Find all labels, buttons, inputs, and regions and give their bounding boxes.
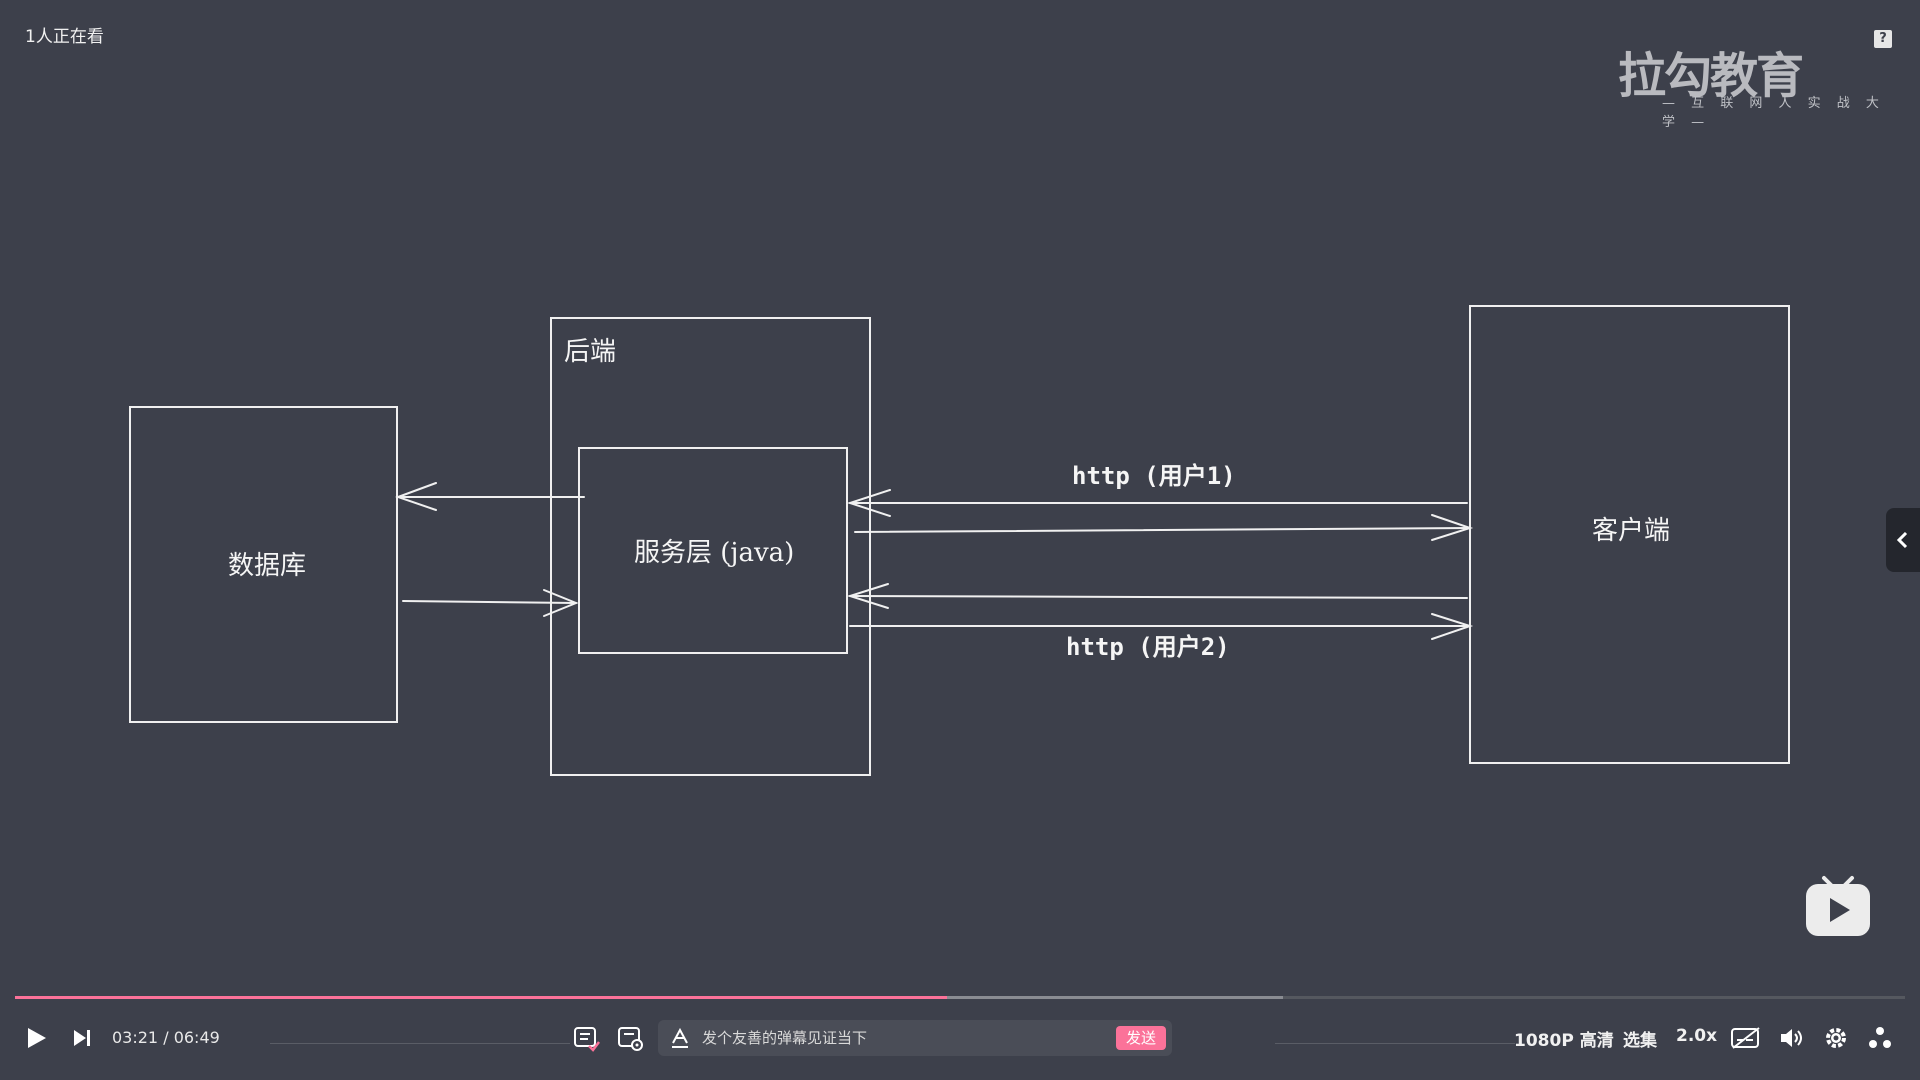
backend-label: 后端 — [564, 337, 617, 367]
fullscreen-button[interactable] — [1868, 1026, 1892, 1050]
bilibili-tv-icon — [1804, 874, 1872, 938]
service-box — [578, 447, 848, 654]
viewer-count: 1人正在看 — [25, 27, 104, 47]
arrowhead-user2-request — [846, 583, 889, 609]
divider — [270, 1043, 570, 1044]
episodes-button[interactable]: 选集 — [1623, 1031, 1657, 1051]
backend-box — [550, 317, 871, 776]
arrow-user1-response — [854, 527, 1471, 533]
settings-button[interactable] — [1824, 1026, 1848, 1050]
danmaku-input[interactable] — [702, 1020, 1122, 1056]
progress-bar[interactable] — [15, 996, 1905, 999]
arrowhead-service — [543, 589, 579, 617]
subtitle-button[interactable] — [1730, 1026, 1762, 1050]
arrow-user2-request — [849, 595, 1468, 599]
sidebar-toggle-button[interactable] — [1886, 508, 1920, 572]
fullscreen-icon — [1869, 1027, 1891, 1048]
help-icon[interactable]: ? — [1874, 30, 1892, 48]
volume-icon — [1781, 1029, 1802, 1047]
send-button[interactable]: 发送 — [1116, 1026, 1166, 1050]
play-icon — [28, 1028, 46, 1048]
quality-selector[interactable]: 1080P 高清 — [1514, 1031, 1614, 1051]
volume-button[interactable] — [1779, 1026, 1805, 1050]
arrowhead-user1-response — [1431, 514, 1474, 541]
database-box — [129, 406, 398, 723]
next-icon — [74, 1030, 90, 1046]
danmaku-input-box: 发送 — [658, 1020, 1172, 1056]
arrowhead-user2-response — [1431, 613, 1474, 640]
current-time: 03:21 — [112, 1028, 159, 1047]
arrowhead-user1-request — [846, 489, 891, 517]
client-label: 客户端 — [1592, 516, 1671, 546]
danmaku-settings-button[interactable] — [616, 1024, 644, 1052]
subtitle-icon — [1731, 1027, 1760, 1049]
arrow-to-service — [402, 600, 577, 604]
text-style-button[interactable] — [670, 1027, 690, 1052]
danmaku-toggle-icon — [574, 1027, 600, 1052]
duration: 06:49 — [173, 1028, 220, 1047]
logo-text: 拉勾教育 — [1618, 48, 1804, 104]
control-bar: 03:21 / 06:49 — [0, 1008, 1920, 1068]
danmaku-settings-icon — [618, 1027, 643, 1051]
next-button[interactable] — [72, 1026, 92, 1050]
chevron-left-icon — [1896, 531, 1908, 549]
logo-subtitle: — 互 联 网 人 实 战 大 学 — — [1662, 96, 1885, 130]
speed-selector[interactable]: 2.0x — [1676, 1026, 1718, 1046]
gear-icon — [1826, 1028, 1846, 1048]
database-label: 数据库 — [228, 551, 307, 581]
http-user1-label: http (用户1) — [1072, 462, 1236, 490]
progress-played — [15, 996, 947, 999]
service-label: 服务层 (java) — [634, 538, 795, 568]
play-button[interactable] — [24, 1026, 48, 1050]
divider — [1275, 1043, 1515, 1044]
time-separator: / — [163, 1028, 169, 1047]
arrowhead-database — [395, 482, 437, 511]
danmaku-toggle-button[interactable] — [572, 1024, 600, 1052]
http-user2-label: http (用户2) — [1066, 633, 1230, 661]
text-style-icon — [672, 1027, 688, 1048]
watermark-logo: 拉勾教育 — 互 联 网 人 实 战 大 学 — — [1612, 30, 1902, 130]
client-box — [1469, 305, 1790, 764]
time-display: 03:21 / 06:49 — [112, 1028, 220, 1047]
